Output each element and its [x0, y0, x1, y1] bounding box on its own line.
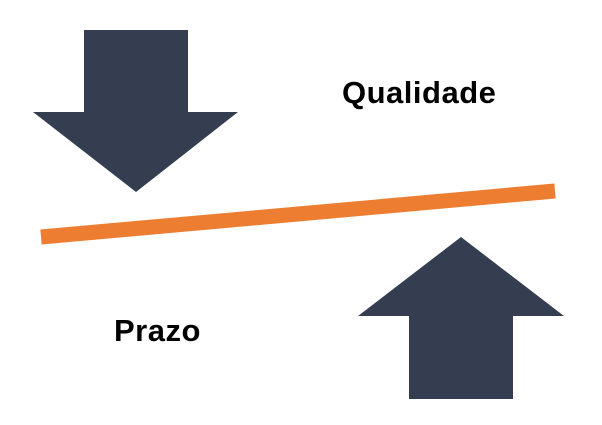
deadline-label: Prazo	[114, 313, 201, 348]
quality-label: Qualidade	[342, 75, 497, 110]
arrow-up-icon	[358, 237, 564, 399]
balance-beam	[40, 183, 556, 245]
arrow-down-icon	[33, 30, 238, 192]
